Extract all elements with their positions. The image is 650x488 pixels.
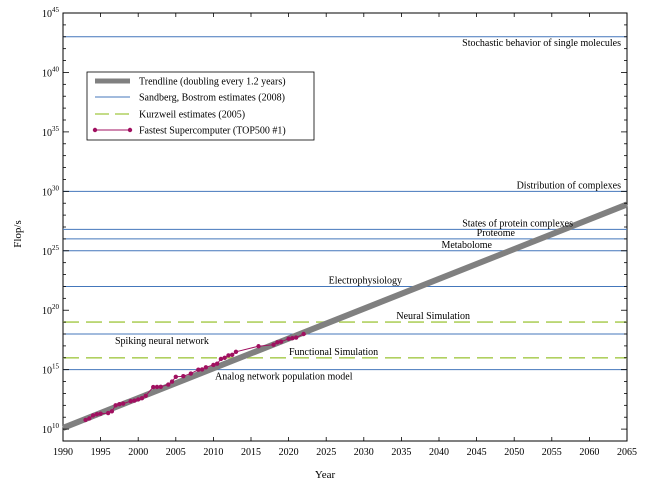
supercomputer-point [158,384,163,389]
supercomputer-point [293,335,299,340]
supercomputer-point [139,396,145,401]
x-tick-label: 1990 [53,447,73,458]
supercomputer-point [290,335,295,341]
supercomputer-point [211,362,216,368]
x-axis-label: Year [314,469,336,481]
supercomputer-point [105,410,111,416]
legend-marker [92,127,98,133]
sandberg-label: Metabolome [441,240,492,251]
x-tick-label: 2045 [467,447,487,458]
supercomputer-point [278,339,284,344]
trendline-group [61,201,629,431]
supercomputer-point [154,384,160,390]
sandberg-label: States of protein complexes [462,218,573,229]
supercomputer-point [222,355,227,360]
y-tick-label: 1040 [42,65,60,79]
x-tick-label: 2010 [203,447,223,458]
y-tick-label: 1030 [42,184,60,198]
x-tick-label: 2000 [128,447,148,458]
supercomputer-point [132,398,137,403]
supercomputer-point [226,353,231,358]
supercomputer-point [113,403,118,408]
supercomputer-point [196,367,201,372]
supercomputer-point [173,374,178,379]
y-tick-label: 1020 [42,303,60,317]
supercomputer-point [271,342,276,347]
supercomputer-point [109,409,115,414]
sandberg-label: Analog network population model [215,372,353,383]
y-tick-label: 1035 [42,125,60,139]
y-tick-label: 1010 [42,422,60,436]
supercomputer-point [275,340,280,345]
x-tick-label: 2055 [542,447,562,458]
x-tick-label: 1995 [91,447,111,458]
legend-label: Kurzweil estimates (2005) [139,110,245,121]
supercomputer-point [199,367,205,372]
y-axis-ticks: 1010 1015 1020 1025 1030 1035 1040 1045 [42,6,627,442]
sandberg-label: Stochastic behavior of single molecules [462,38,621,49]
y-tick-label: 1025 [42,244,60,258]
supercomputer-point [218,356,224,362]
supercomputer-point [94,412,100,417]
sandberg-label: Proteome [477,228,516,239]
x-tick-label: 2035 [391,447,411,458]
legend-label: Fastest Supercomputer (TOP500 #1) [139,126,286,137]
trendline [61,201,629,431]
supercomputer-point [230,352,235,358]
legend: Trendline (doubling every 1.2 years) Sand… [86,71,315,141]
legend-label: Trendline (doubling every 1.2 years) [139,77,286,88]
supercomputer-point [117,401,122,407]
kurzweil-label: Functional Simulation [289,347,378,358]
supercomputer-point [136,397,141,402]
x-tick-label: 2015 [241,447,261,458]
legend-label: Sandberg, Bostrom estimates (2008) [139,93,285,104]
x-tick-label: 2020 [279,447,299,458]
supercomputer-point [90,413,96,418]
x-tick-label: 2030 [354,447,374,458]
x-tick-label: 2040 [429,447,449,458]
x-axis-ticks: 1990 1995 2000 2005 2010 2015 2020 2025 2030 2035… [53,13,637,458]
supercomputer-series [83,331,306,423]
legend-marker [127,127,133,133]
supercomputer-point [83,417,88,423]
x-tick-label: 2050 [504,447,524,458]
y-tick-label: 1015 [42,363,60,377]
y-axis-label: Flop/s [12,220,24,248]
kurzweil-label: Neural Simulation [396,311,470,322]
sandberg-label: Distribution of complexes [517,180,622,191]
supercomputer-point [120,401,126,406]
supercomputer-point [166,382,171,387]
x-tick-label: 2025 [316,447,336,458]
x-tick-label: 2065 [617,447,637,458]
supercomputer-point [87,416,92,421]
supercomputer-point [301,331,306,337]
sandberg-label: Spiking neural network [115,336,209,347]
sandberg-label: Electrophysiology [329,275,402,286]
supercomputer-point [181,374,186,379]
y-tick-label: 1045 [42,6,60,20]
supercomputer-point [98,411,103,416]
supercomputer-point [128,398,133,404]
supercomputer-point [233,349,239,355]
supercomputer-point [203,365,209,370]
supercomputer-point [256,344,261,349]
supercomputer-point [169,379,175,384]
supercomputer-point [143,393,148,399]
supercomputer-point [214,361,220,366]
reference-labels: Stochastic behavior of single moleculesD… [115,38,621,383]
supercomputer-point [151,384,156,390]
supercomputer-point [286,336,291,341]
x-tick-label: 2060 [579,447,599,458]
x-tick-label: 2005 [166,447,186,458]
supercomputer-point [188,371,194,376]
